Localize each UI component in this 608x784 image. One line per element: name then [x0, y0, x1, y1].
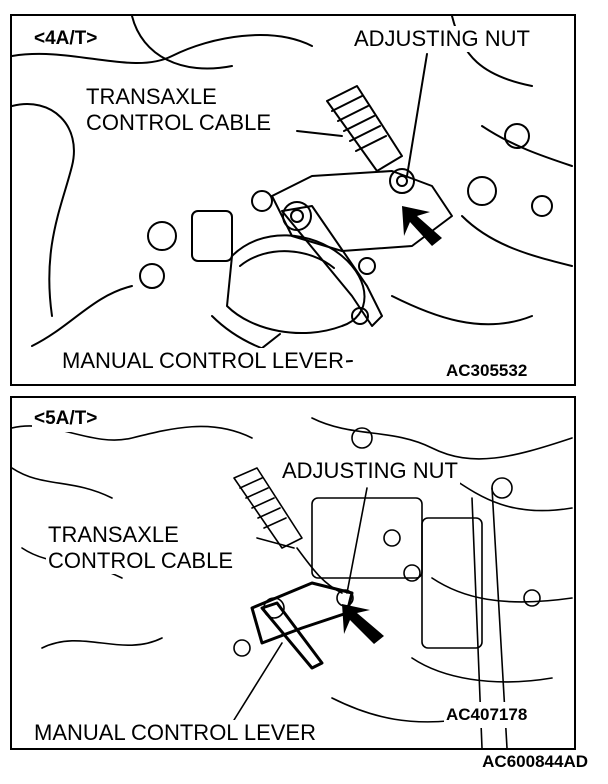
label-adjusting-nut: ADJUSTING NUT: [280, 458, 460, 484]
label-manual-control-lever: MANUAL CONTROL LEVER: [32, 720, 318, 746]
lever-bolt: [351, 307, 369, 325]
transmission-tag: <4A/T>: [32, 26, 100, 52]
panel-4at: <4A/T> ADJUSTING NUT TRANSAXLE CONTROL C…: [10, 14, 576, 386]
hose-line: [41, 637, 163, 649]
leader-adjusting-nut: [346, 487, 368, 594]
bolt: [147, 221, 177, 251]
bolt: [523, 589, 541, 607]
hose-line: [31, 285, 133, 347]
bolt: [358, 257, 376, 275]
illustration-4at: [12, 16, 573, 363]
hose-line: [12, 34, 313, 64]
label-control-cable: TRANSAXLE CONTROL CABLE: [84, 84, 274, 136]
boot-rib: [343, 115, 375, 132]
boot-rib: [251, 497, 275, 509]
bolt: [491, 477, 513, 499]
label-control-cable: TRANSAXLE CONTROL CABLE: [46, 522, 236, 574]
lever-pivot-inner: [290, 209, 304, 223]
hose-line: [461, 215, 573, 267]
transaxle-block: [421, 517, 483, 649]
lever-pivot: [263, 597, 285, 619]
lever-pivot: [282, 201, 312, 231]
arrow-icon: [402, 206, 442, 246]
label-manual-control-lever: MANUAL CONTROL LEVER: [60, 348, 346, 374]
adjusting-nut-shape: [389, 168, 415, 194]
hose-line: [451, 477, 573, 512]
bolt: [383, 529, 401, 547]
figure-code: AC407178: [444, 702, 530, 728]
cable-boot: [326, 85, 403, 172]
bolt: [351, 427, 373, 449]
boot-rib: [337, 105, 369, 122]
hose-line: [12, 467, 113, 499]
cable-boot: [233, 467, 303, 549]
leader-lever: [233, 642, 283, 721]
hose-line: [131, 16, 233, 70]
housing-rim: [239, 250, 335, 269]
label-adjusting-nut: ADJUSTING NUT: [352, 26, 532, 52]
hose-line: [431, 577, 573, 603]
manual-control-lever-arm: [260, 601, 324, 670]
bolt: [467, 176, 497, 206]
boot-rib: [355, 135, 387, 152]
bolt: [531, 195, 553, 217]
bolt: [139, 263, 165, 289]
sheet-code: AC600844AD: [482, 752, 588, 771]
bolt: [403, 564, 421, 582]
hose-line: [311, 417, 573, 460]
hose-line: [12, 103, 75, 317]
transmission-tag: <5A/T>: [32, 406, 100, 432]
boot-rib: [245, 487, 269, 499]
hose-line: [481, 125, 573, 167]
boot-rib: [331, 95, 363, 112]
boot-rib: [257, 507, 281, 519]
figure-code: AC305532: [444, 358, 530, 384]
boot-rib: [263, 517, 287, 529]
panel-5at: <5A/T> ADJUSTING NUT TRANSAXLE CONTROL C…: [10, 396, 576, 750]
bolt: [504, 123, 530, 149]
transaxle-block: [311, 497, 423, 579]
connector: [191, 210, 233, 262]
boot-rib: [349, 125, 381, 142]
manual-control-housing: [226, 234, 366, 335]
leader-adjusting-nut: [406, 53, 428, 177]
manual-control-lever-arm: [281, 205, 383, 327]
arrow-icon: [342, 604, 384, 644]
adjusting-nut-inner: [396, 175, 408, 187]
bolt: [233, 639, 251, 657]
leader-cable: [256, 537, 295, 549]
hose-line: [391, 295, 533, 326]
lever-bracket: [271, 170, 453, 252]
boot-rib: [239, 477, 263, 489]
leader-cable: [296, 130, 343, 137]
hose-line: [411, 657, 553, 683]
bolt: [251, 190, 273, 212]
